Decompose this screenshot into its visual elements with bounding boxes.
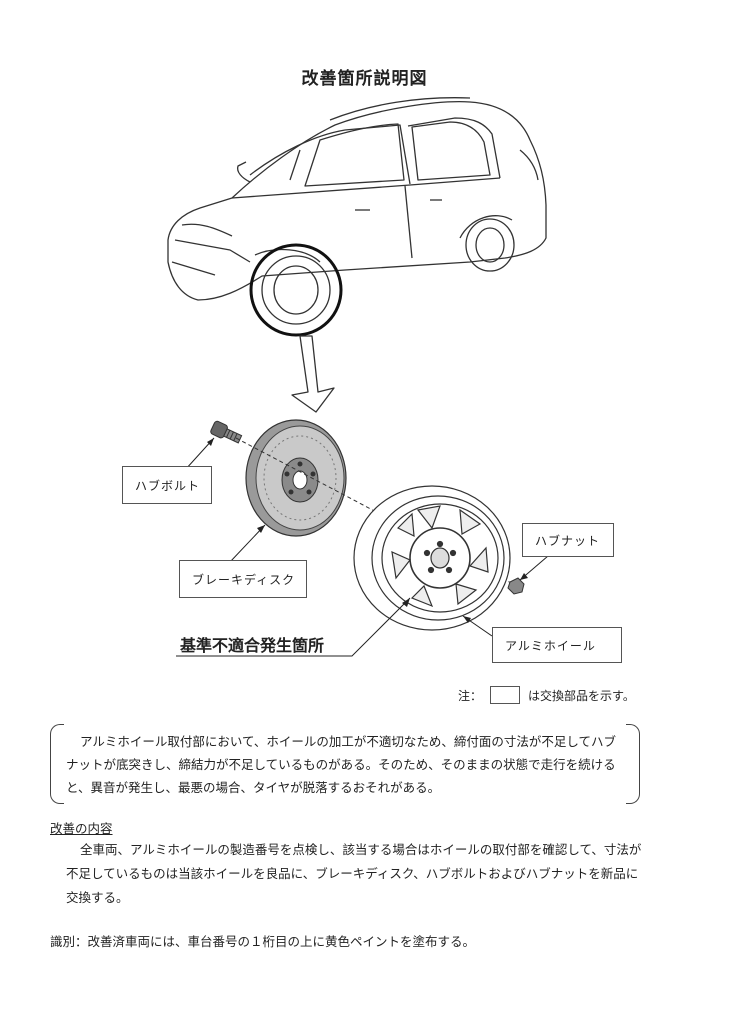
note-prefix: 注： [458, 688, 483, 703]
hub-nut-callout: ハブナット [522, 523, 614, 557]
left-bracket [50, 724, 64, 804]
hub-bolt-callout: ハブボルト [122, 466, 212, 504]
improvement-location-diagram [167, 97, 549, 657]
hub-bolt-part [210, 420, 243, 444]
hub-nut-part [507, 577, 525, 595]
down-arrow [291, 335, 335, 413]
vehicle-illustration [167, 97, 547, 325]
leader-brake-disc [229, 524, 266, 563]
alloy-wheel-callout: アルミホイール [492, 627, 622, 663]
brake-disc-part [245, 419, 347, 537]
defect-description: アルミホイール取付部において、ホイールの加工が不適切なため、締付面の寸法が不足し… [50, 724, 640, 804]
identification-text: 識別：改善済車両には、車台番号の１桁目の上に黄色ペイントを塗布する。 [50, 934, 476, 949]
leader-nonconformity [176, 597, 411, 657]
description-text: アルミホイール取付部において、ホイールの加工が不適切なため、締付面の寸法が不足し… [66, 734, 617, 795]
nonconformity-site-label: 基準不適合発生箇所 [180, 636, 325, 655]
brake-disc-callout: ブレーキディスク [179, 560, 307, 598]
replacement-part-swatch [490, 686, 521, 704]
right-bracket [626, 724, 640, 804]
legend-note: 注： は交換部品を示す。 [458, 686, 635, 704]
note-suffix: は交換部品を示す。 [528, 688, 635, 703]
alloy-wheel-part [353, 485, 511, 631]
highlight-circle [249, 243, 343, 337]
remedy-heading: 改善の内容 [50, 821, 113, 836]
page-title: 改善箇所説明図 [301, 69, 428, 89]
remedy-text: 全車両、アルミホイールの製造番号を点検し、該当する場合はホイールの取付部を確認し… [66, 842, 642, 905]
